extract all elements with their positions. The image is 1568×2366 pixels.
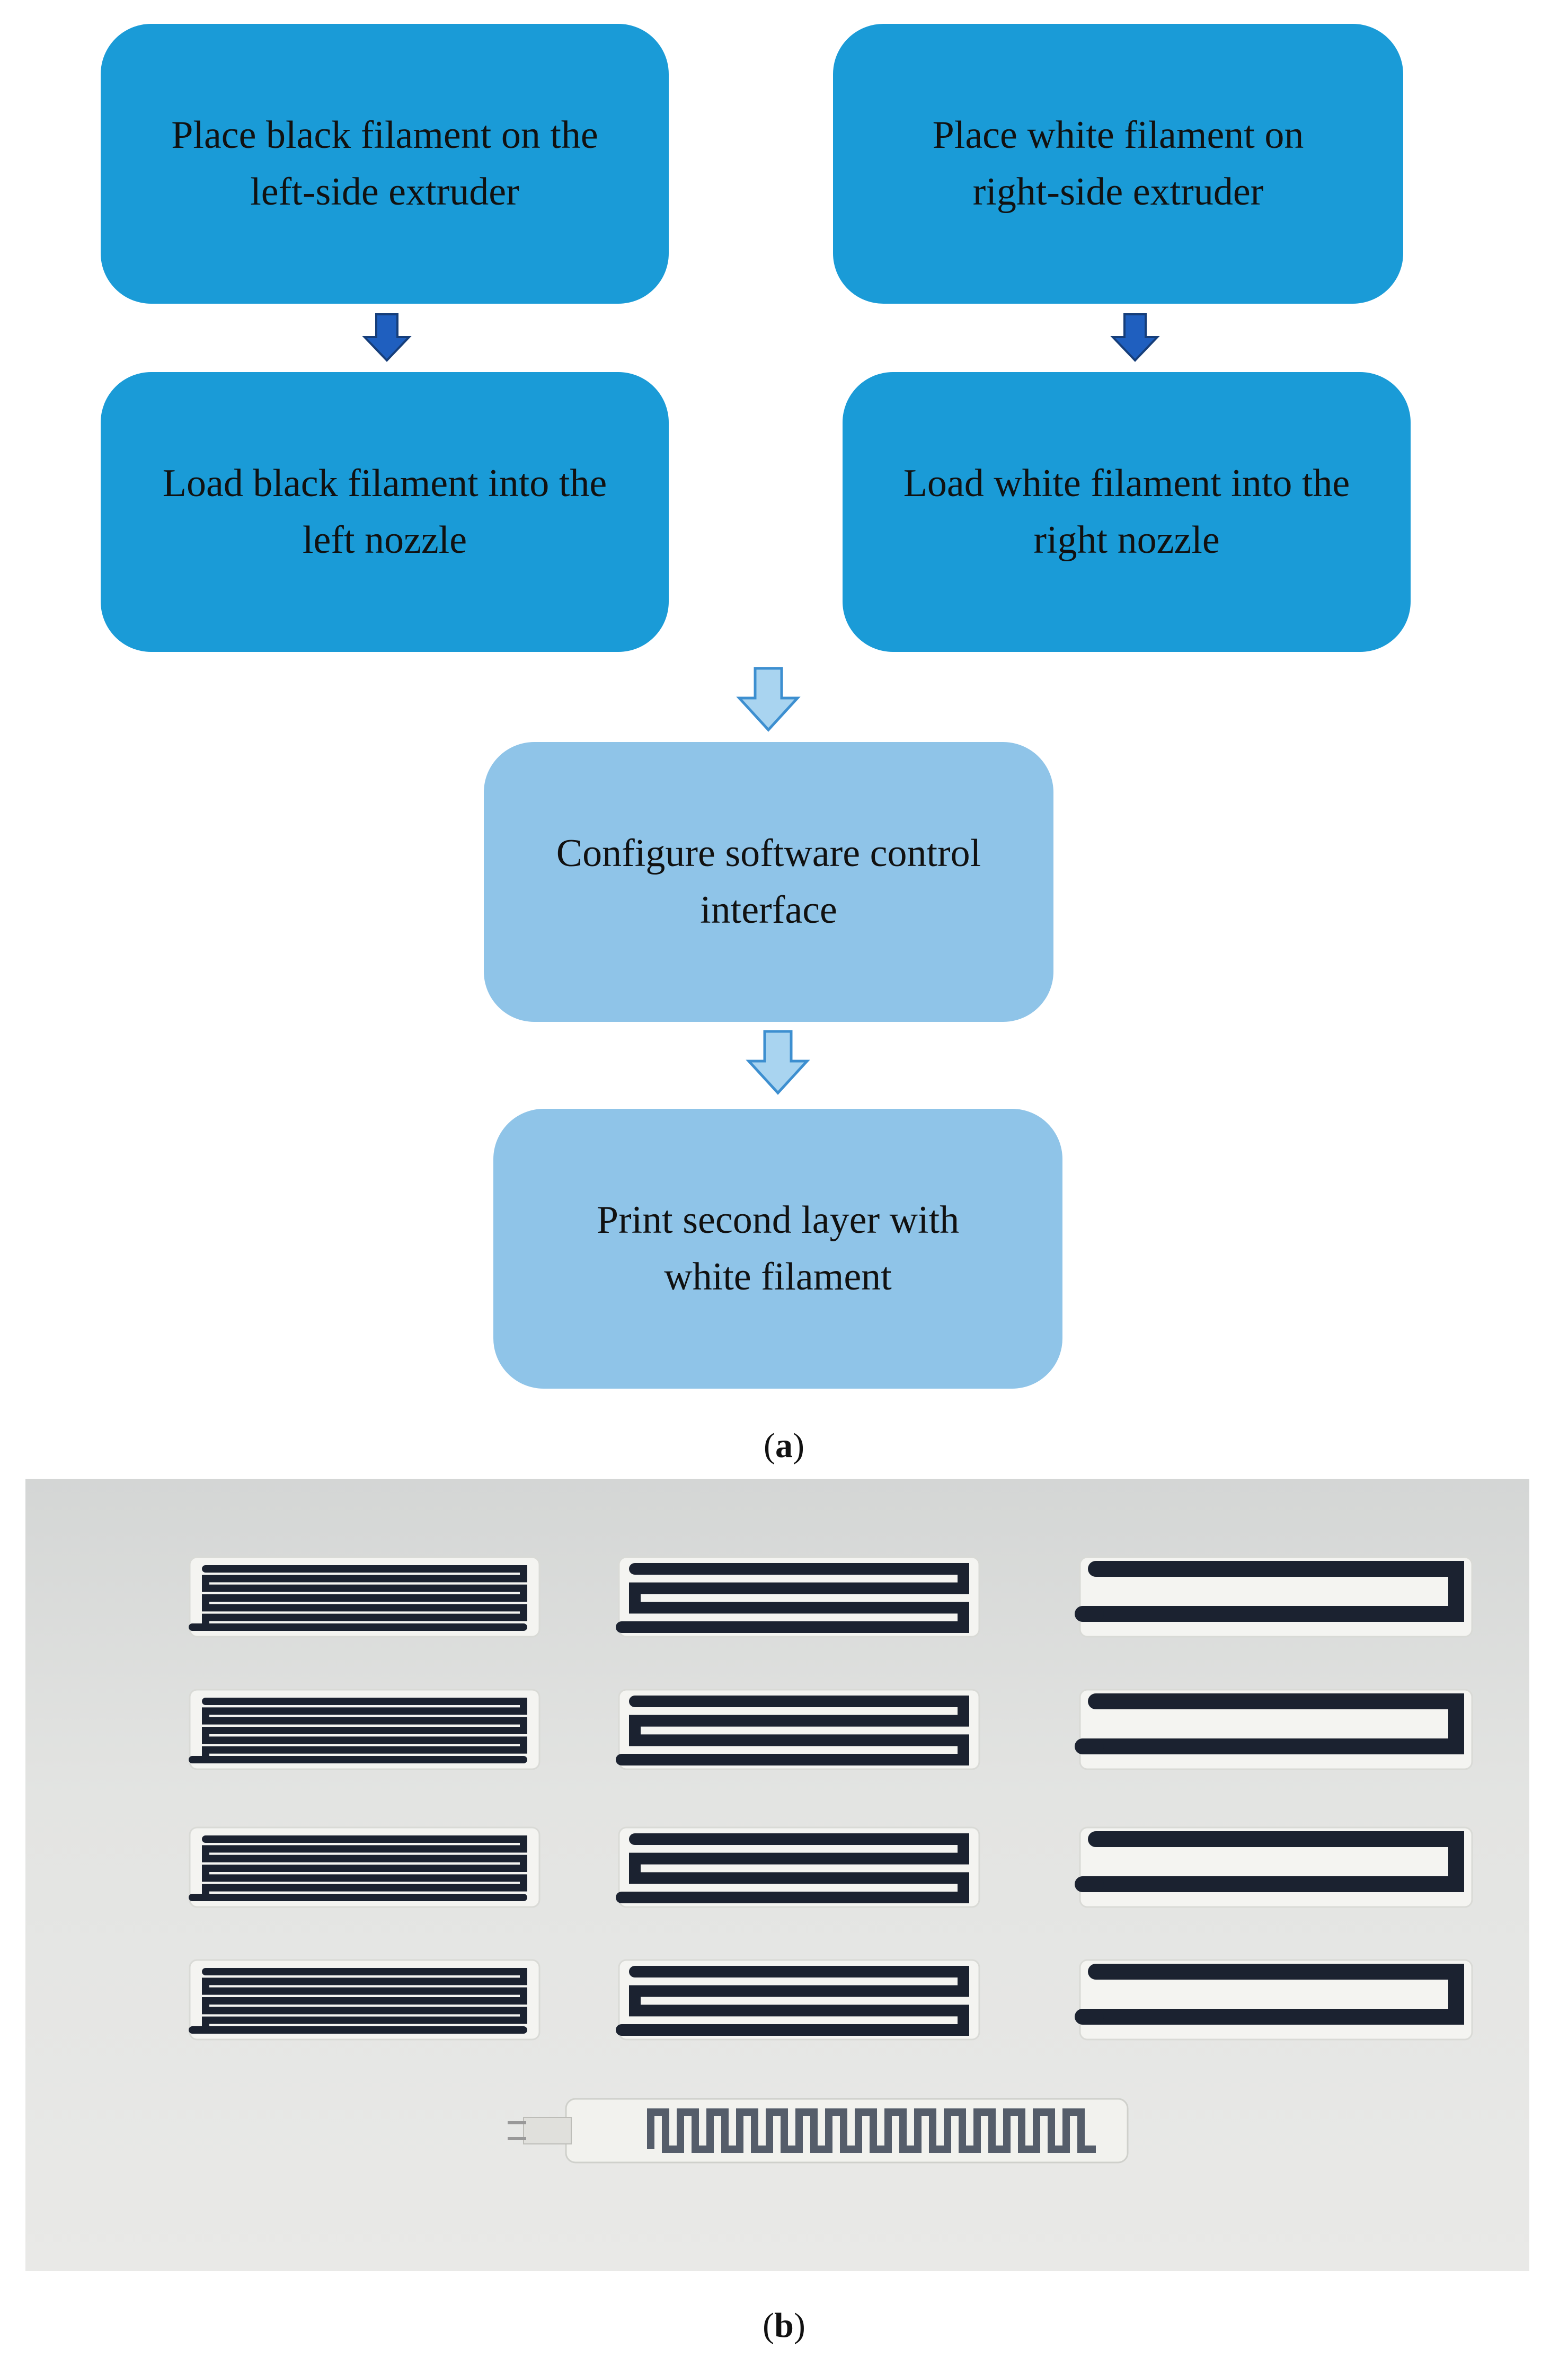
medium-fold-sensor-trace [629,1833,969,1903]
step-text-line2: interface [700,888,837,932]
step-text-line2: left-side extruder [250,170,519,214]
u-loop-sensor-trace [1088,1693,1464,1754]
step-text-line1: Configure software control [556,831,981,875]
step-text-line1: Load black filament into the [162,461,607,505]
step-text-line2: right-side extruder [972,170,1264,214]
step-configure-software: Configure software control interface [484,742,1053,1022]
step-text-line1: Place black filament on the [171,113,598,157]
panel-a-label: a [775,1426,793,1465]
down-arrow-icon [362,313,412,362]
down-arrow-icon [746,1030,810,1095]
step-text-line1: Print second layer with [596,1198,960,1242]
sensor-base [618,1826,980,1908]
step-load-black-filament: Load black filament into the left nozzle [101,372,669,652]
sensor-base [618,1556,980,1638]
u-loop-sensor-trace [1088,1964,1464,2025]
medium-fold-sensor-trace [629,1563,969,1633]
many-fold-sensor-trace [202,1698,527,1763]
many-fold-sensor-trace [202,1565,527,1631]
many-fold-sensor-trace [202,1968,527,2034]
step-print-second-layer: Print second layer with white filament [493,1109,1062,1389]
medium-fold-sensor-trace [629,1966,969,2036]
many-fold-sensor-trace [202,1835,527,1901]
down-arrow-icon [1110,313,1160,362]
step-place-black-filament: Place black filament on the left-side ex… [101,24,669,304]
step-text-line2: white filament [664,1255,892,1299]
sensor-photo [25,1479,1529,2271]
step-place-white-filament: Place white filament on right-side extru… [833,24,1403,304]
flex-sensor-pattern [647,2108,1096,2153]
medium-fold-sensor-trace [629,1696,969,1765]
sensor-base [618,1959,980,2041]
panel-b-label: b [774,2306,794,2345]
panel-b-caption: (b) [763,2306,805,2345]
sensor-photo-drawing [189,1556,1473,2164]
down-arrow-icon [736,667,801,732]
u-loop-sensor-trace [1088,1561,1464,1622]
panel-a-caption: (a) [764,1426,804,1465]
u-loop-sensor-trace [1088,1831,1464,1892]
step-text-line1: Load white filament into the [903,461,1350,505]
sensor-base [618,1689,980,1770]
step-text-line1: Place white filament on [932,113,1304,157]
step-text-line2: right nozzle [1033,518,1220,562]
step-text-line2: left nozzle [302,518,467,562]
step-load-white-filament: Load white filament into the right nozzl… [843,372,1411,652]
flex-sensor-connector [523,2117,572,2144]
